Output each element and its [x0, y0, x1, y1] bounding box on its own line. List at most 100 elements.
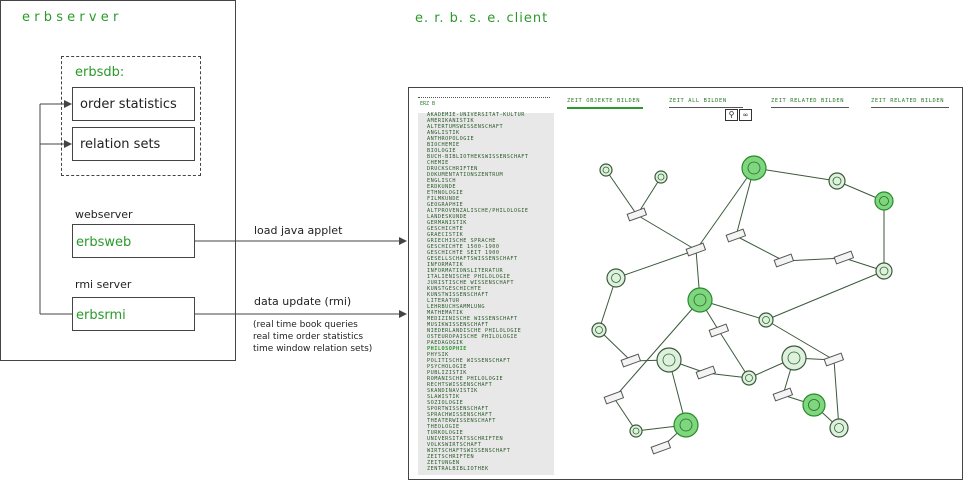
- category-item[interactable]: GRAECISTIK: [427, 232, 464, 238]
- category-item[interactable]: THEATERWISSENSCHAFT: [427, 418, 496, 424]
- category-item[interactable]: OSTEUROPAISCHE PHILOLOGIE: [427, 334, 518, 340]
- category-item[interactable]: LEHRBUCHSAMMLUNG: [427, 304, 485, 310]
- category-item[interactable]: DOKUMENTATIONSZENTRUM: [427, 172, 504, 178]
- graph-node: [599, 163, 613, 177]
- category-item[interactable]: NIEDERLANDISCHE PHILOLOGIE: [427, 328, 522, 334]
- category-item[interactable]: GESCHICHTE SEIT 1900: [427, 250, 500, 256]
- category-item[interactable]: SKANDINAVISTIK: [427, 388, 478, 394]
- category-item[interactable]: AMERIKANISTIK: [427, 118, 475, 124]
- category-item[interactable]: MUSIKWISSENSCHAFT: [427, 322, 489, 328]
- erbsweb-box: erbsweb: [72, 224, 195, 258]
- category-item[interactable]: PUBLIZISTIK: [427, 370, 467, 376]
- note-line-2: real time order statistics: [253, 332, 364, 342]
- category-item[interactable]: DRUCKSCHRIFTEN: [427, 166, 478, 172]
- category-item[interactable]: SPRACHWISSENSCHAFT: [427, 412, 493, 418]
- category-item[interactable]: CHEMIE: [427, 160, 449, 166]
- category-item[interactable]: ZEITSCHRIFTEN: [427, 454, 475, 460]
- graph-edge: [605, 169, 638, 216]
- webserver-label: webserver: [75, 208, 133, 221]
- category-item[interactable]: SOZIOLOGIE: [427, 400, 464, 406]
- category-item[interactable]: ITALIENISCHE PHILOLOGIE: [427, 274, 511, 280]
- note-line-1: (real time book queries: [253, 320, 358, 330]
- category-item[interactable]: MATHEMATIK: [427, 310, 464, 316]
- applet-ruler: [418, 97, 550, 100]
- graph-edge: [695, 167, 755, 251]
- category-item[interactable]: THEOLOGIE: [427, 424, 460, 430]
- graph-node: [603, 390, 625, 405]
- category-item[interactable]: PAEDAGOGIK: [427, 340, 464, 346]
- category-item[interactable]: INFORMATIONSLITERATUR: [427, 268, 504, 274]
- category-item[interactable]: TURKOLOGIE: [427, 430, 464, 436]
- graph-edge: [615, 249, 697, 279]
- category-item[interactable]: ENGLISCH: [427, 178, 456, 184]
- category-item[interactable]: SLAWISTIK: [427, 394, 460, 400]
- tab-0[interactable]: ZEIT OBJEKTE BILDEN: [567, 98, 643, 109]
- zoom-icon[interactable]: ⚲: [725, 109, 738, 121]
- tab-1[interactable]: ZEIT ALL BILDEN: [669, 98, 743, 108]
- category-item[interactable]: VOLKSWIRTSCHAFT: [427, 442, 482, 448]
- category-item[interactable]: PHILOSOPHIE: [427, 346, 467, 352]
- graph-node: [875, 262, 893, 280]
- category-item[interactable]: INFORMATIK: [427, 262, 464, 268]
- tab-3[interactable]: ZEIT RELATED BILDEN: [871, 98, 949, 108]
- category-item[interactable]: ALTPROVENZALISCHE/PHILOLOGIE: [427, 208, 529, 214]
- graph-node: [626, 207, 648, 222]
- category-item[interactable]: PSYCHOLOGIE: [427, 364, 467, 370]
- order-statistics-box: order statistics: [72, 87, 195, 121]
- graph-node: [685, 242, 707, 257]
- graph-edge: [718, 330, 750, 379]
- relation-graph[interactable]: [554, 118, 962, 478]
- graph-edge: [765, 319, 835, 361]
- category-item[interactable]: LANDESKUNDE: [427, 214, 467, 220]
- client-title: e. r. b. s. e. client: [415, 11, 549, 26]
- category-item[interactable]: GERMANISTIK: [427, 220, 467, 226]
- category-item[interactable]: RECHTSWISSENSCHAFT: [427, 382, 493, 388]
- category-item[interactable]: PHYSIK: [427, 352, 449, 358]
- category-item[interactable]: KUNSTWISSENSCHAFT: [427, 292, 489, 298]
- category-item[interactable]: ROMANISCHE PHILOLOGIE: [427, 376, 504, 382]
- tab-2[interactable]: ZEIT RELATED BILDEN: [771, 98, 849, 108]
- category-item[interactable]: ANTHROPOLOGIE: [427, 136, 475, 142]
- graph-node: [741, 155, 767, 181]
- category-item[interactable]: GRIECHISCHE SPRACHE: [427, 238, 496, 244]
- graph-node: [606, 268, 626, 288]
- category-item[interactable]: BUCH-BIBLIOTHEKSWISSENSCHAFT: [427, 154, 529, 160]
- category-item[interactable]: POLITISCHE WISSENSCHAFT: [427, 358, 511, 364]
- category-item[interactable]: ERDKUNDE: [427, 184, 456, 190]
- category-item[interactable]: FILMKUNDE: [427, 196, 460, 202]
- category-item[interactable]: JURISTISCHE WISSENSCHAFT: [427, 280, 514, 286]
- load-applet-label: load java applet: [254, 224, 343, 237]
- graph-node: [654, 170, 668, 184]
- category-item[interactable]: ETHNOLOGIE: [427, 190, 464, 196]
- graph-node: [591, 322, 607, 338]
- category-item[interactable]: LITERATUR: [427, 298, 460, 304]
- category-item[interactable]: GESCHICHTE: [427, 226, 464, 232]
- view-icon[interactable]: ∞: [739, 109, 752, 121]
- category-item[interactable]: ZEITUNGEN: [427, 460, 460, 466]
- relation-sets-label: relation sets: [80, 137, 161, 152]
- category-item[interactable]: GEOGRAPHIE: [427, 202, 464, 208]
- graph-node: [725, 228, 747, 243]
- relation-sets-box: relation sets: [72, 127, 195, 161]
- graph-node: [650, 440, 672, 455]
- server-title: erbserver: [22, 10, 123, 25]
- category-item[interactable]: ALTERTUMSWISSENSCHAFT: [427, 124, 504, 130]
- category-item[interactable]: MEDIZINISCHE WISSENSCHAFT: [427, 316, 518, 322]
- category-item[interactable]: SPORTWISSENSCHAFT: [427, 406, 489, 412]
- category-item[interactable]: WIRTSCHAFTSWISSENSCHAFT: [427, 448, 511, 454]
- category-item[interactable]: BIOLOGIE: [427, 148, 456, 154]
- category-item[interactable]: AKADEMIE-UNIVERSITAT-KULTUR: [427, 112, 525, 118]
- applet-top-label: ERZ B: [420, 101, 436, 107]
- category-item[interactable]: ANGLISTIK: [427, 130, 460, 136]
- category-item[interactable]: ZENTRALBIBLIOTHEK: [427, 466, 489, 472]
- graph-edge: [765, 270, 885, 321]
- category-item[interactable]: KUNSTGESCHICHTE: [427, 286, 482, 292]
- category-item[interactable]: UNIVERSITATSSCHRIFTEN: [427, 436, 504, 442]
- category-item[interactable]: GESCHICHTE 1500-1900: [427, 244, 500, 250]
- order-statistics-label: order statistics: [80, 97, 177, 112]
- category-item[interactable]: BIOCHEMIE: [427, 142, 460, 148]
- graph-node: [833, 250, 855, 265]
- category-item[interactable]: GESELLSCHAFTSWISSENSCHAFT: [427, 256, 518, 262]
